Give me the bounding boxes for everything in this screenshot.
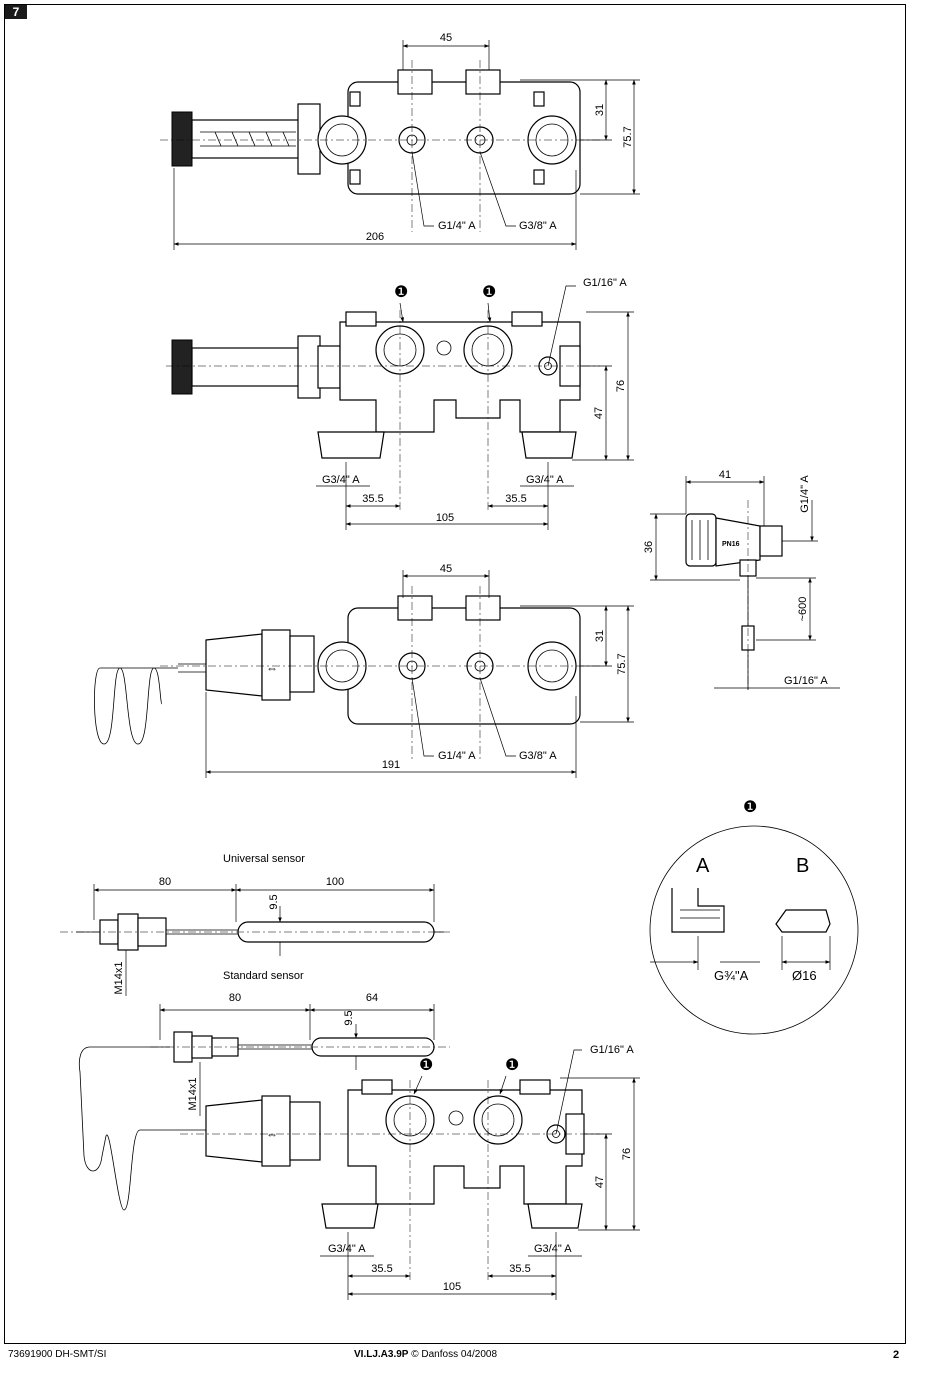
sensor-actuator: [205, 1099, 263, 1163]
port-callout-top: G1/16" A: [590, 1044, 634, 1056]
port-callout-left: G1/4" A: [438, 220, 476, 232]
actuator-body: [191, 119, 305, 159]
dim-height-b: 75.7: [616, 653, 628, 674]
conn-label-left: G3/4" A: [322, 474, 360, 486]
conn-label-left: G3/4" A: [328, 1243, 366, 1255]
adjustment-knob: [171, 111, 193, 167]
tap-body: [715, 517, 761, 567]
adjust-arrow: ⇔: [266, 661, 278, 675]
doc-ref-rest: © Danfoss 04/2008: [408, 1349, 498, 1360]
dim-tube: ~600: [797, 597, 809, 622]
connection-right: [521, 431, 577, 459]
port-callout-left: G1/4" A: [438, 750, 476, 762]
detail-marker-right: ❶: [505, 1057, 519, 1074]
dim-length: 206: [366, 231, 384, 243]
doc-reference: VI.LJ.A3.9P © Danfoss 04/2008: [354, 1349, 497, 1360]
dim-b: 64: [366, 992, 378, 1004]
dim-span: 105: [436, 512, 454, 524]
adjustment-knob: [685, 513, 717, 567]
side-view-pressure-tap: PN16 41 36 G1/4" A ~600: [643, 469, 840, 690]
connection-left: [317, 431, 385, 459]
valve-body: [339, 321, 581, 433]
dim-span: 105: [443, 1281, 461, 1293]
dim-dia: 9.5: [343, 1010, 355, 1025]
dim-height-a: 31: [594, 104, 606, 116]
sheet-frame: [4, 4, 906, 1344]
dim-height-b: 75.7: [622, 126, 634, 147]
detail-marker: ❶: [743, 799, 757, 816]
dim-dia: 9.5: [268, 894, 280, 909]
dim-a: 80: [159, 876, 171, 888]
port-callout-bottom: G1/16" A: [784, 675, 828, 687]
dim-height-a: 31: [594, 630, 606, 642]
sensor-actuator: [205, 633, 263, 697]
conn-label-right: G3/4" A: [526, 474, 564, 486]
dim-height-b: 76: [621, 1148, 633, 1160]
dim-length: 191: [382, 759, 400, 771]
connection-left: [321, 1203, 379, 1229]
weld-connection: [775, 909, 831, 933]
detail-marker-right: ❶: [482, 284, 496, 301]
union-nut: [297, 103, 321, 175]
conn-label-right: G3/4" A: [534, 1243, 572, 1255]
top-view-upper: 45 31 75.7 206 G1/4" A G3/8" A: [160, 32, 640, 250]
thread-label: M14x1: [187, 1077, 199, 1110]
thread-label: M14x1: [113, 961, 125, 994]
dim-a: 80: [229, 992, 241, 1004]
detail-size-b: Ø16: [792, 968, 817, 983]
detail-circle: [649, 825, 859, 1035]
detail-label-b: B: [796, 855, 809, 877]
dim-height-b: 76: [615, 380, 627, 392]
dim-offset-left: 35.5: [362, 493, 383, 505]
port-callout-top: G1/16" A: [583, 277, 627, 289]
detail-marker-left: ❶: [394, 284, 408, 301]
pn-label: PN16: [722, 541, 740, 548]
detail-label-a: A: [696, 855, 710, 877]
dim-offset-right: 35.5: [505, 493, 526, 505]
universal-sensor-view: Universal sensor 80 100 9.5 M14x1: [60, 853, 450, 996]
detail-size-a: G¾"A: [714, 968, 749, 983]
dim-width: 41: [719, 469, 731, 481]
top-view-lower: ⇔ 45 31: [94, 563, 634, 778]
adjustment-knob: [171, 339, 193, 395]
front-view-lower: ⇔ ❶ ❶ G1/16" A: [78, 1044, 640, 1300]
capillary-coil: [94, 667, 178, 745]
dim-offset-left: 35.5: [371, 1263, 392, 1275]
standard-sensor-title: Standard sensor: [223, 970, 304, 982]
dim-pitch: 45: [440, 32, 452, 44]
front-view-upper: ❶ ❶ G1/16" A 47 76 G3/4" A G3/4" A 35.5: [166, 277, 634, 530]
doc-code: 73691900 DH-SMT/SI: [8, 1349, 107, 1360]
dim-offset-right: 35.5: [509, 1263, 530, 1275]
capillary-coil: [78, 1046, 206, 1211]
doc-ref-bold: VI.LJ.A3.9P: [354, 1349, 409, 1360]
valve-body: [347, 1089, 583, 1205]
dim-height-a: 47: [594, 1176, 606, 1188]
connection-detail: ❶ A B G¾"A Ø16: [649, 799, 859, 1035]
standard-sensor-view: Standard sensor 80 9.5 64 9.5 M14x1: [150, 970, 450, 1116]
port-callout-top: G1/4" A: [799, 475, 811, 513]
dim-pitch: 45: [440, 563, 452, 575]
port-callout-right: G3/8" A: [519, 750, 557, 762]
detail-marker-left: ❶: [419, 1057, 433, 1074]
dim-b: 100: [326, 876, 344, 888]
dim-height: 36: [643, 541, 655, 553]
page-number: 2: [893, 1349, 900, 1361]
dim-height-a: 47: [593, 407, 605, 419]
universal-sensor-title: Universal sensor: [223, 853, 305, 865]
connection-right: [527, 1203, 583, 1229]
port-callout-right: G3/8" A: [519, 220, 557, 232]
actuator-body: [191, 347, 301, 387]
figure-number-badge: 7: [5, 5, 27, 19]
